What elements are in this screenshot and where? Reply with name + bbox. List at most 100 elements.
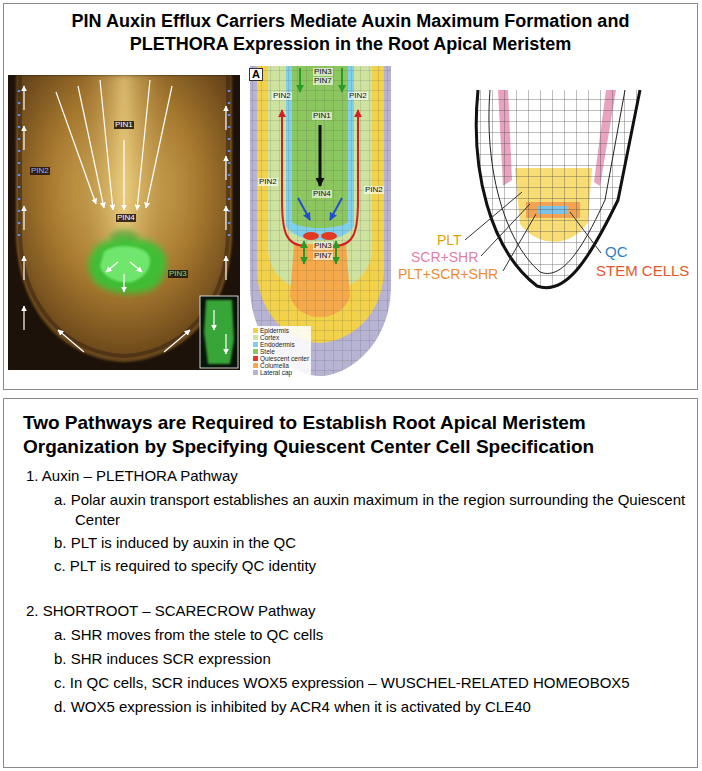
micrograph-inset	[200, 296, 238, 368]
fluorescence-micrograph	[56, 92, 96, 204]
figure-label: PIN2	[30, 167, 50, 175]
panel-title: PIN Auxin Efflux Carriers Mediate Auxin …	[4, 10, 697, 56]
fluorescence-micrograph	[225, 106, 226, 130]
figure-label: PIN3	[313, 242, 333, 250]
micrograph-inset	[213, 310, 214, 330]
root-tip-diagram	[330, 198, 342, 220]
leader-line	[481, 204, 530, 256]
figure-label: PLT	[436, 233, 463, 247]
fluorescence-micrograph	[23, 256, 24, 280]
fluorescence-micrograph	[18, 90, 21, 245]
legend-text: Cortex	[260, 334, 279, 341]
root-tip-diagram	[247, 66, 393, 378]
leader-line	[465, 192, 522, 240]
root-tip-diagram	[298, 198, 310, 220]
panel: PIN Auxin Efflux Carriers Mediate Auxin …	[3, 3, 698, 390]
figure-label: QC	[604, 244, 629, 259]
legend-text: Quiescent center	[260, 355, 309, 362]
root-tip-diagram	[341, 68, 343, 92]
legend-swatch	[253, 370, 258, 375]
figure-label: PIN4	[116, 214, 136, 222]
fluorescence-micrograph	[100, 246, 150, 282]
legend-row: Columella	[253, 362, 309, 369]
fluorescence-micrograph	[23, 306, 24, 330]
micrograph-inset	[225, 334, 226, 354]
figure-label: SCR+SHR	[410, 250, 479, 264]
list-item: d. WOX5 expression is inhibited by ACR4 …	[4, 697, 697, 717]
fluorescence-micrograph	[228, 90, 231, 245]
list-item: a. SHR moves from the stele to QC cells	[4, 625, 697, 645]
fluorescence-micrograph	[123, 274, 124, 292]
figure-label: PIN1	[312, 112, 332, 120]
legend-row: Cortex	[253, 334, 309, 341]
fluorescence-micrograph	[58, 330, 84, 352]
fluorescence-micrograph	[130, 262, 142, 272]
legend-text: Endodermis	[260, 341, 295, 348]
root-tip-diagram	[334, 110, 358, 246]
legend-row: Endodermis	[253, 341, 309, 348]
panel-title: Two Pathways are Required to Establish R…	[4, 411, 697, 459]
fluorescence-micrograph	[23, 126, 24, 150]
figure-label: PIN2	[348, 92, 368, 100]
legend-row: Lateral cap	[253, 369, 309, 376]
micrograph-inset	[200, 296, 238, 368]
panel: Two Pathways are Required to Establish R…	[3, 398, 698, 768]
fluorescence-micrograph	[123, 140, 124, 210]
legend-swatch	[253, 328, 258, 333]
fluorescence-micrograph	[23, 206, 24, 230]
legend-row: Stele	[253, 348, 309, 355]
legend-text: Columella	[260, 362, 289, 369]
figure-label: PLT+SCR+SHR	[397, 267, 499, 281]
fluorescence-micrograph	[100, 80, 113, 210]
figure-label: STEM CELLS	[595, 263, 690, 278]
figure-label: PIN7	[313, 77, 333, 85]
legend-text: Epidermis	[260, 327, 289, 334]
fluorescence-micrograph	[225, 156, 226, 180]
figure-label: PIN1	[114, 121, 134, 129]
legend-swatch	[253, 335, 258, 340]
root-tip-diagram	[303, 232, 319, 240]
fluorescence-micrograph	[8, 75, 240, 370]
root-tip-diagram	[250, 66, 391, 376]
legend-swatch	[253, 363, 258, 368]
list-item: a. Polar auxin transport establishes an …	[4, 490, 697, 530]
root-tip-diagram	[335, 241, 337, 264]
root-tip-diagram	[299, 68, 301, 92]
legend-text: Stele	[260, 348, 275, 355]
figure-label: PIN2	[258, 178, 278, 186]
legend-swatch	[253, 349, 258, 354]
legend-swatch	[253, 342, 258, 347]
legend-text: Lateral cap	[260, 369, 292, 376]
list-item: c. PLT is required to specify QC identit…	[4, 556, 697, 576]
figure-label: PIN3	[313, 68, 333, 76]
panel-letter: A	[249, 68, 263, 81]
micrograph-inset	[204, 300, 234, 364]
leader-line	[465, 192, 601, 271]
fluorescence-micrograph	[146, 86, 172, 208]
legend-row: Epidermis	[253, 327, 309, 334]
figure-label: PIN3	[168, 270, 188, 278]
fluorescence-micrograph	[8, 75, 240, 370]
list-item: 2. SHORTROOT – SCARECROW Pathway	[4, 601, 697, 621]
legend: EpidermisCortexEndodermisSteleQuiescent …	[251, 326, 311, 377]
leader-line	[570, 212, 601, 253]
fluorescence-micrograph	[225, 206, 226, 230]
list-item: c. In QC cells, SCR induces WOX5 express…	[4, 673, 697, 693]
figure-label: PIN4	[312, 190, 332, 198]
root-tip-diagram	[247, 66, 393, 378]
root-tip-outline	[476, 90, 640, 288]
figure-label: PIN7	[313, 252, 333, 260]
leader-line	[503, 214, 536, 271]
legend-swatch	[253, 356, 258, 361]
fluorescence-micrograph	[88, 238, 166, 293]
figure-label: PIN2	[272, 92, 292, 100]
root-tip-diagram	[321, 232, 337, 240]
root-tip-diagram	[303, 241, 305, 264]
root-tip-diagram	[282, 110, 306, 246]
figure-label: PIN2	[364, 186, 384, 194]
fluorescence-micrograph	[164, 330, 190, 352]
fluorescence-micrograph	[24, 80, 226, 352]
fluorescence-micrograph	[106, 262, 118, 272]
list-item: b. PLT is induced by auxin in the QC	[4, 533, 697, 553]
fluorescence-micrograph	[23, 86, 24, 110]
